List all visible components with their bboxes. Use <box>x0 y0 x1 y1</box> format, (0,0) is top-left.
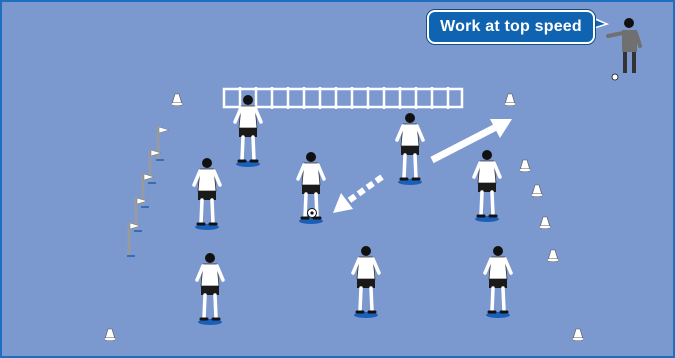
callout-label: Work at top speed <box>427 10 595 44</box>
soccer-ball <box>308 209 317 218</box>
